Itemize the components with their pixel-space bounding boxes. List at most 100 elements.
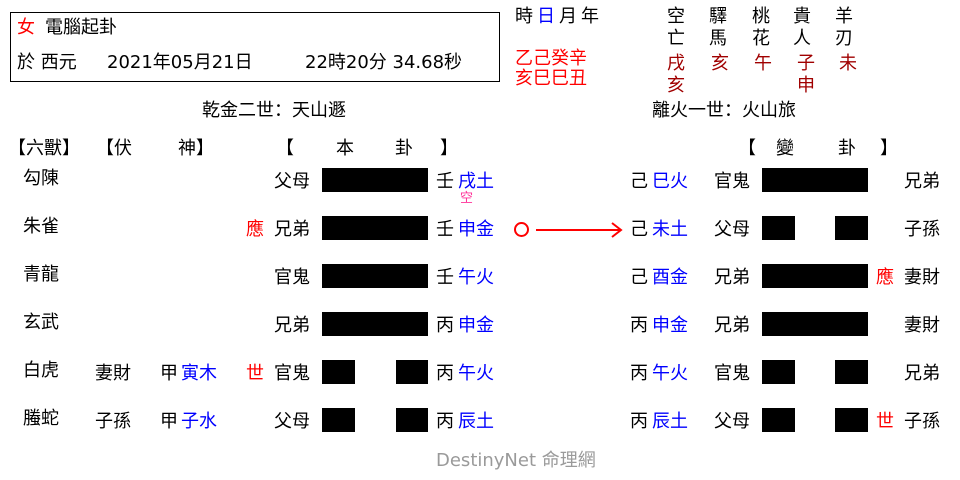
yin-line-left xyxy=(322,408,355,432)
changed-orig-relation: 妻財 xyxy=(904,315,940,336)
changed-orig-relation: 子孫 xyxy=(904,219,940,240)
line-relation: 父母 xyxy=(274,411,310,432)
time-value: 22時20分 34.68秒 xyxy=(305,52,463,73)
changed-branch: 午火 xyxy=(652,363,688,384)
line-stem: 丙 xyxy=(436,411,454,432)
changed-orig-relation: 子孫 xyxy=(904,411,940,432)
changed-branch: 巳火 xyxy=(652,171,688,192)
shensha-name-bottom: 亡 xyxy=(667,28,685,49)
changed-orig-relation: 妻財 xyxy=(904,267,940,288)
shensha-name-top: 驛 xyxy=(709,6,727,27)
header-six-beasts: 【六獸】 xyxy=(8,138,80,159)
six-beast: 白虎 xyxy=(23,360,59,381)
changed-orig-relation: 兄弟 xyxy=(904,363,940,384)
line-stem: 壬 xyxy=(436,171,454,192)
line-stem: 壬 xyxy=(436,219,454,240)
shensha-value: 申 xyxy=(797,75,815,96)
pillar-label-hour: 時 xyxy=(515,6,533,27)
changed-yang-line xyxy=(762,312,868,336)
changed-relation: 兄弟 xyxy=(714,267,750,288)
line-relation: 官鬼 xyxy=(274,363,310,384)
header-box xyxy=(10,12,500,82)
hidden-stem: 甲 xyxy=(160,411,178,432)
changed-branch: 酉金 xyxy=(652,267,688,288)
line-relation: 父母 xyxy=(274,171,310,192)
shensha-value: 亥 xyxy=(711,53,729,74)
void-marker: 空 xyxy=(460,191,474,206)
changed-relation: 官鬼 xyxy=(714,171,750,192)
changed-yin-line-left xyxy=(762,216,795,240)
yang-line xyxy=(322,168,428,192)
header-changed-2: 卦 xyxy=(838,138,856,159)
hidden-branch: 寅木 xyxy=(181,363,217,384)
yin-line-right xyxy=(396,408,428,432)
yang-line xyxy=(322,264,428,288)
yin-line-left xyxy=(322,360,355,384)
changed-stem: 丙 xyxy=(630,363,648,384)
line-relation: 兄弟 xyxy=(274,315,310,336)
shensha-name-bottom: 花 xyxy=(752,28,770,49)
changed-branch: 辰土 xyxy=(652,411,688,432)
line-branch: 戌土 xyxy=(458,171,494,192)
hidden-relation: 妻財 xyxy=(95,363,131,384)
changed-yin-line-left xyxy=(762,408,795,432)
line-branch: 午火 xyxy=(458,267,494,288)
changed-relation: 兄弟 xyxy=(714,315,750,336)
header-main-close: 】 xyxy=(440,138,458,159)
hidden-stem: 甲 xyxy=(160,363,178,384)
six-beast: 青龍 xyxy=(23,264,59,285)
line-branch: 申金 xyxy=(458,219,494,240)
changed-yang-line xyxy=(762,264,868,288)
changed-branch: 未土 xyxy=(652,219,688,240)
changed-relation: 父母 xyxy=(714,411,750,432)
changed-yin-line-left xyxy=(762,360,795,384)
changed-orig-relation: 兄弟 xyxy=(904,171,940,192)
six-beast: 朱雀 xyxy=(23,216,59,237)
watermark: DestinyNet 命理網 xyxy=(436,450,596,471)
pillar-branches: 亥巳巳丑 xyxy=(515,68,587,89)
changed-yin-line-right xyxy=(835,408,868,432)
six-beast: 螣蛇 xyxy=(23,408,59,429)
shensha-name-top: 羊 xyxy=(835,6,853,27)
six-beast: 玄武 xyxy=(23,312,59,333)
method-label: 電腦起卦 xyxy=(45,17,117,38)
changed-branch: 申金 xyxy=(652,315,688,336)
line-stem: 丙 xyxy=(436,315,454,336)
changed-stem: 己 xyxy=(630,219,648,240)
arrow-right-icon xyxy=(536,229,620,231)
header-changed-close: 】 xyxy=(880,138,898,159)
line-branch: 申金 xyxy=(458,315,494,336)
changed-stem: 丙 xyxy=(630,411,648,432)
line-relation: 官鬼 xyxy=(274,267,310,288)
hidden-branch: 子水 xyxy=(181,411,217,432)
pillar-label-day: 日 xyxy=(537,6,555,27)
line-branch: 午火 xyxy=(458,363,494,384)
header-changed-open: 【 xyxy=(738,138,756,159)
shensha-value: 子 xyxy=(797,53,815,74)
shensha-name-bottom: 人 xyxy=(793,28,811,49)
pillar-stems: 乙己癸辛 xyxy=(515,48,587,69)
line-stem: 壬 xyxy=(436,267,454,288)
six-beast: 勾陳 xyxy=(23,168,59,189)
shensha-name-top: 貴 xyxy=(793,6,811,27)
shensha-name-bottom: 馬 xyxy=(709,28,727,49)
shensha-value: 戌 xyxy=(667,53,685,74)
gender-label: 女 xyxy=(17,17,35,38)
line-relation: 兄弟 xyxy=(274,219,310,240)
changed-yin-line-right xyxy=(835,360,868,384)
pillar-label-month: 月 xyxy=(559,6,577,27)
header-main-2: 卦 xyxy=(395,138,413,159)
changed-relation: 父母 xyxy=(714,219,750,240)
header-changed-1: 變 xyxy=(776,138,794,159)
yang-line xyxy=(322,312,428,336)
date-value: 2021年05月21日 xyxy=(107,52,253,73)
changed-shi-marker: 世 xyxy=(876,411,894,432)
changed-stem: 己 xyxy=(630,171,648,192)
ying-marker: 應 xyxy=(246,219,264,240)
shensha-value: 午 xyxy=(754,53,772,74)
line-branch: 辰土 xyxy=(458,411,494,432)
shensha-name-bottom: 刃 xyxy=(835,28,853,49)
arrow-head-icon xyxy=(611,222,623,238)
header-hidden-close: 神】 xyxy=(178,138,214,159)
hidden-relation: 子孫 xyxy=(95,411,131,432)
